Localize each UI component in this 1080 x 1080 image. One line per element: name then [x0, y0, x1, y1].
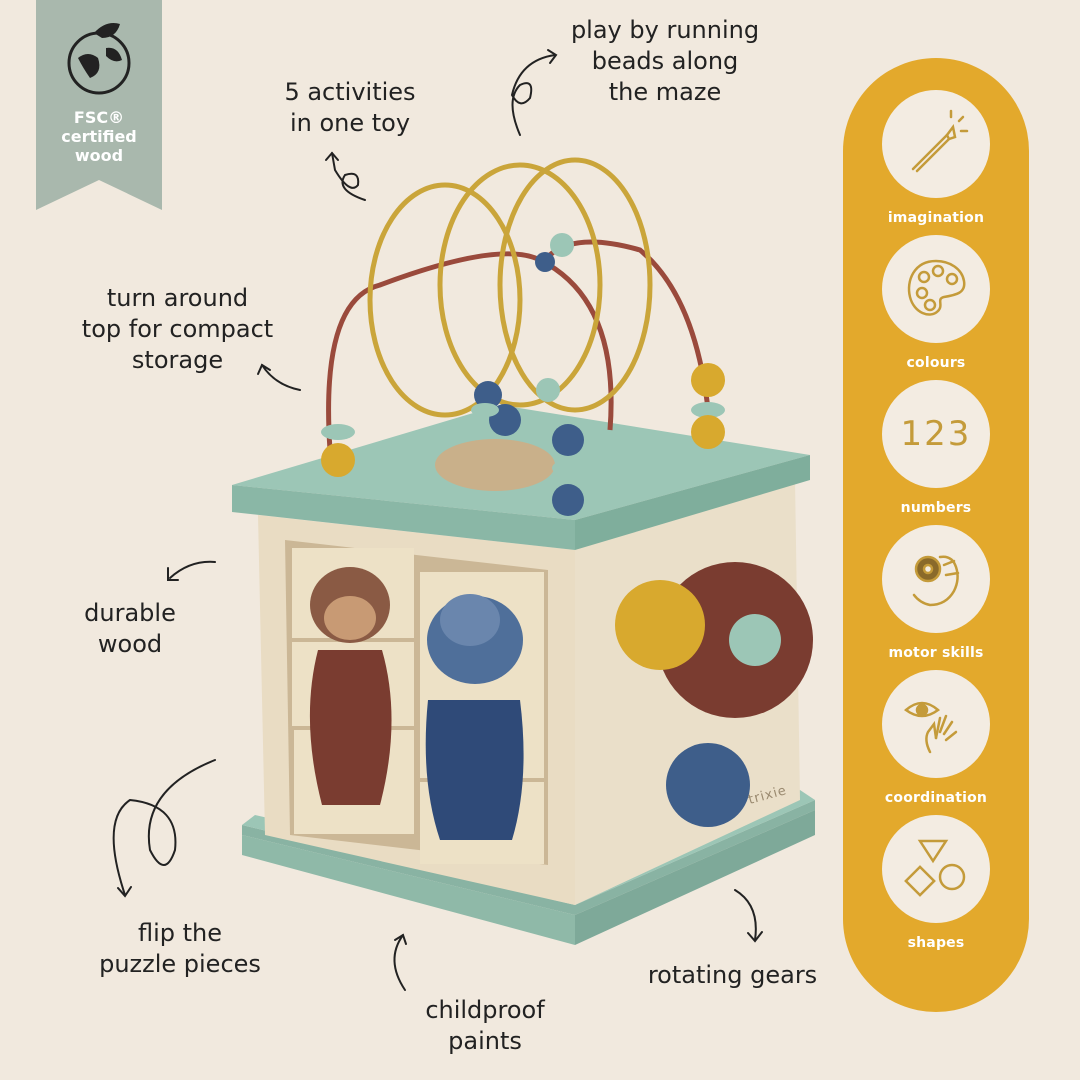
callout-turn-around: turn around top for compact storage — [81, 284, 274, 374]
globe-leaf-icon — [67, 23, 131, 95]
benefit-motor-skills: motor skills — [843, 525, 1029, 661]
hand-grasp-icon — [882, 525, 990, 633]
fsc-badge-text: FSC® certified wood — [61, 108, 137, 165]
numbers-123-icon: 123 — [882, 380, 990, 488]
magic-wand-icon — [882, 90, 990, 198]
callout-beads: play by running beads along the maze — [570, 16, 760, 106]
callout-gears: rotating gears — [647, 961, 818, 989]
benefit-colours: colours — [843, 235, 1029, 371]
benefit-label: coordination — [884, 790, 988, 806]
benefit-numbers: 123 numbers — [843, 380, 1029, 516]
callout-activities: 5 activities in one toy — [284, 78, 416, 137]
callout-flip: flip the puzzle pieces — [99, 919, 261, 978]
fsc-badge — [36, 0, 162, 210]
benefit-coordination: coordination — [843, 670, 1029, 806]
benefits-panel: imagination colours 123 numbers motor sk… — [843, 58, 1029, 1012]
benefit-label: motor skills — [888, 645, 984, 661]
callout-durable: durable wood — [84, 599, 176, 658]
palette-icon — [882, 235, 990, 343]
benefit-label: shapes — [907, 935, 965, 951]
benefit-label: imagination — [887, 210, 985, 226]
benefit-label: numbers — [900, 500, 972, 516]
benefit-imagination: imagination — [843, 90, 1029, 226]
gears — [615, 562, 813, 827]
callout-childproof: childproof paints — [425, 996, 545, 1055]
benefit-shapes: shapes — [843, 815, 1029, 951]
shapes-icon — [882, 815, 990, 923]
eye-hand-icon — [882, 670, 990, 778]
benefit-label: colours — [906, 355, 966, 371]
puzzle-tiles — [292, 548, 544, 864]
